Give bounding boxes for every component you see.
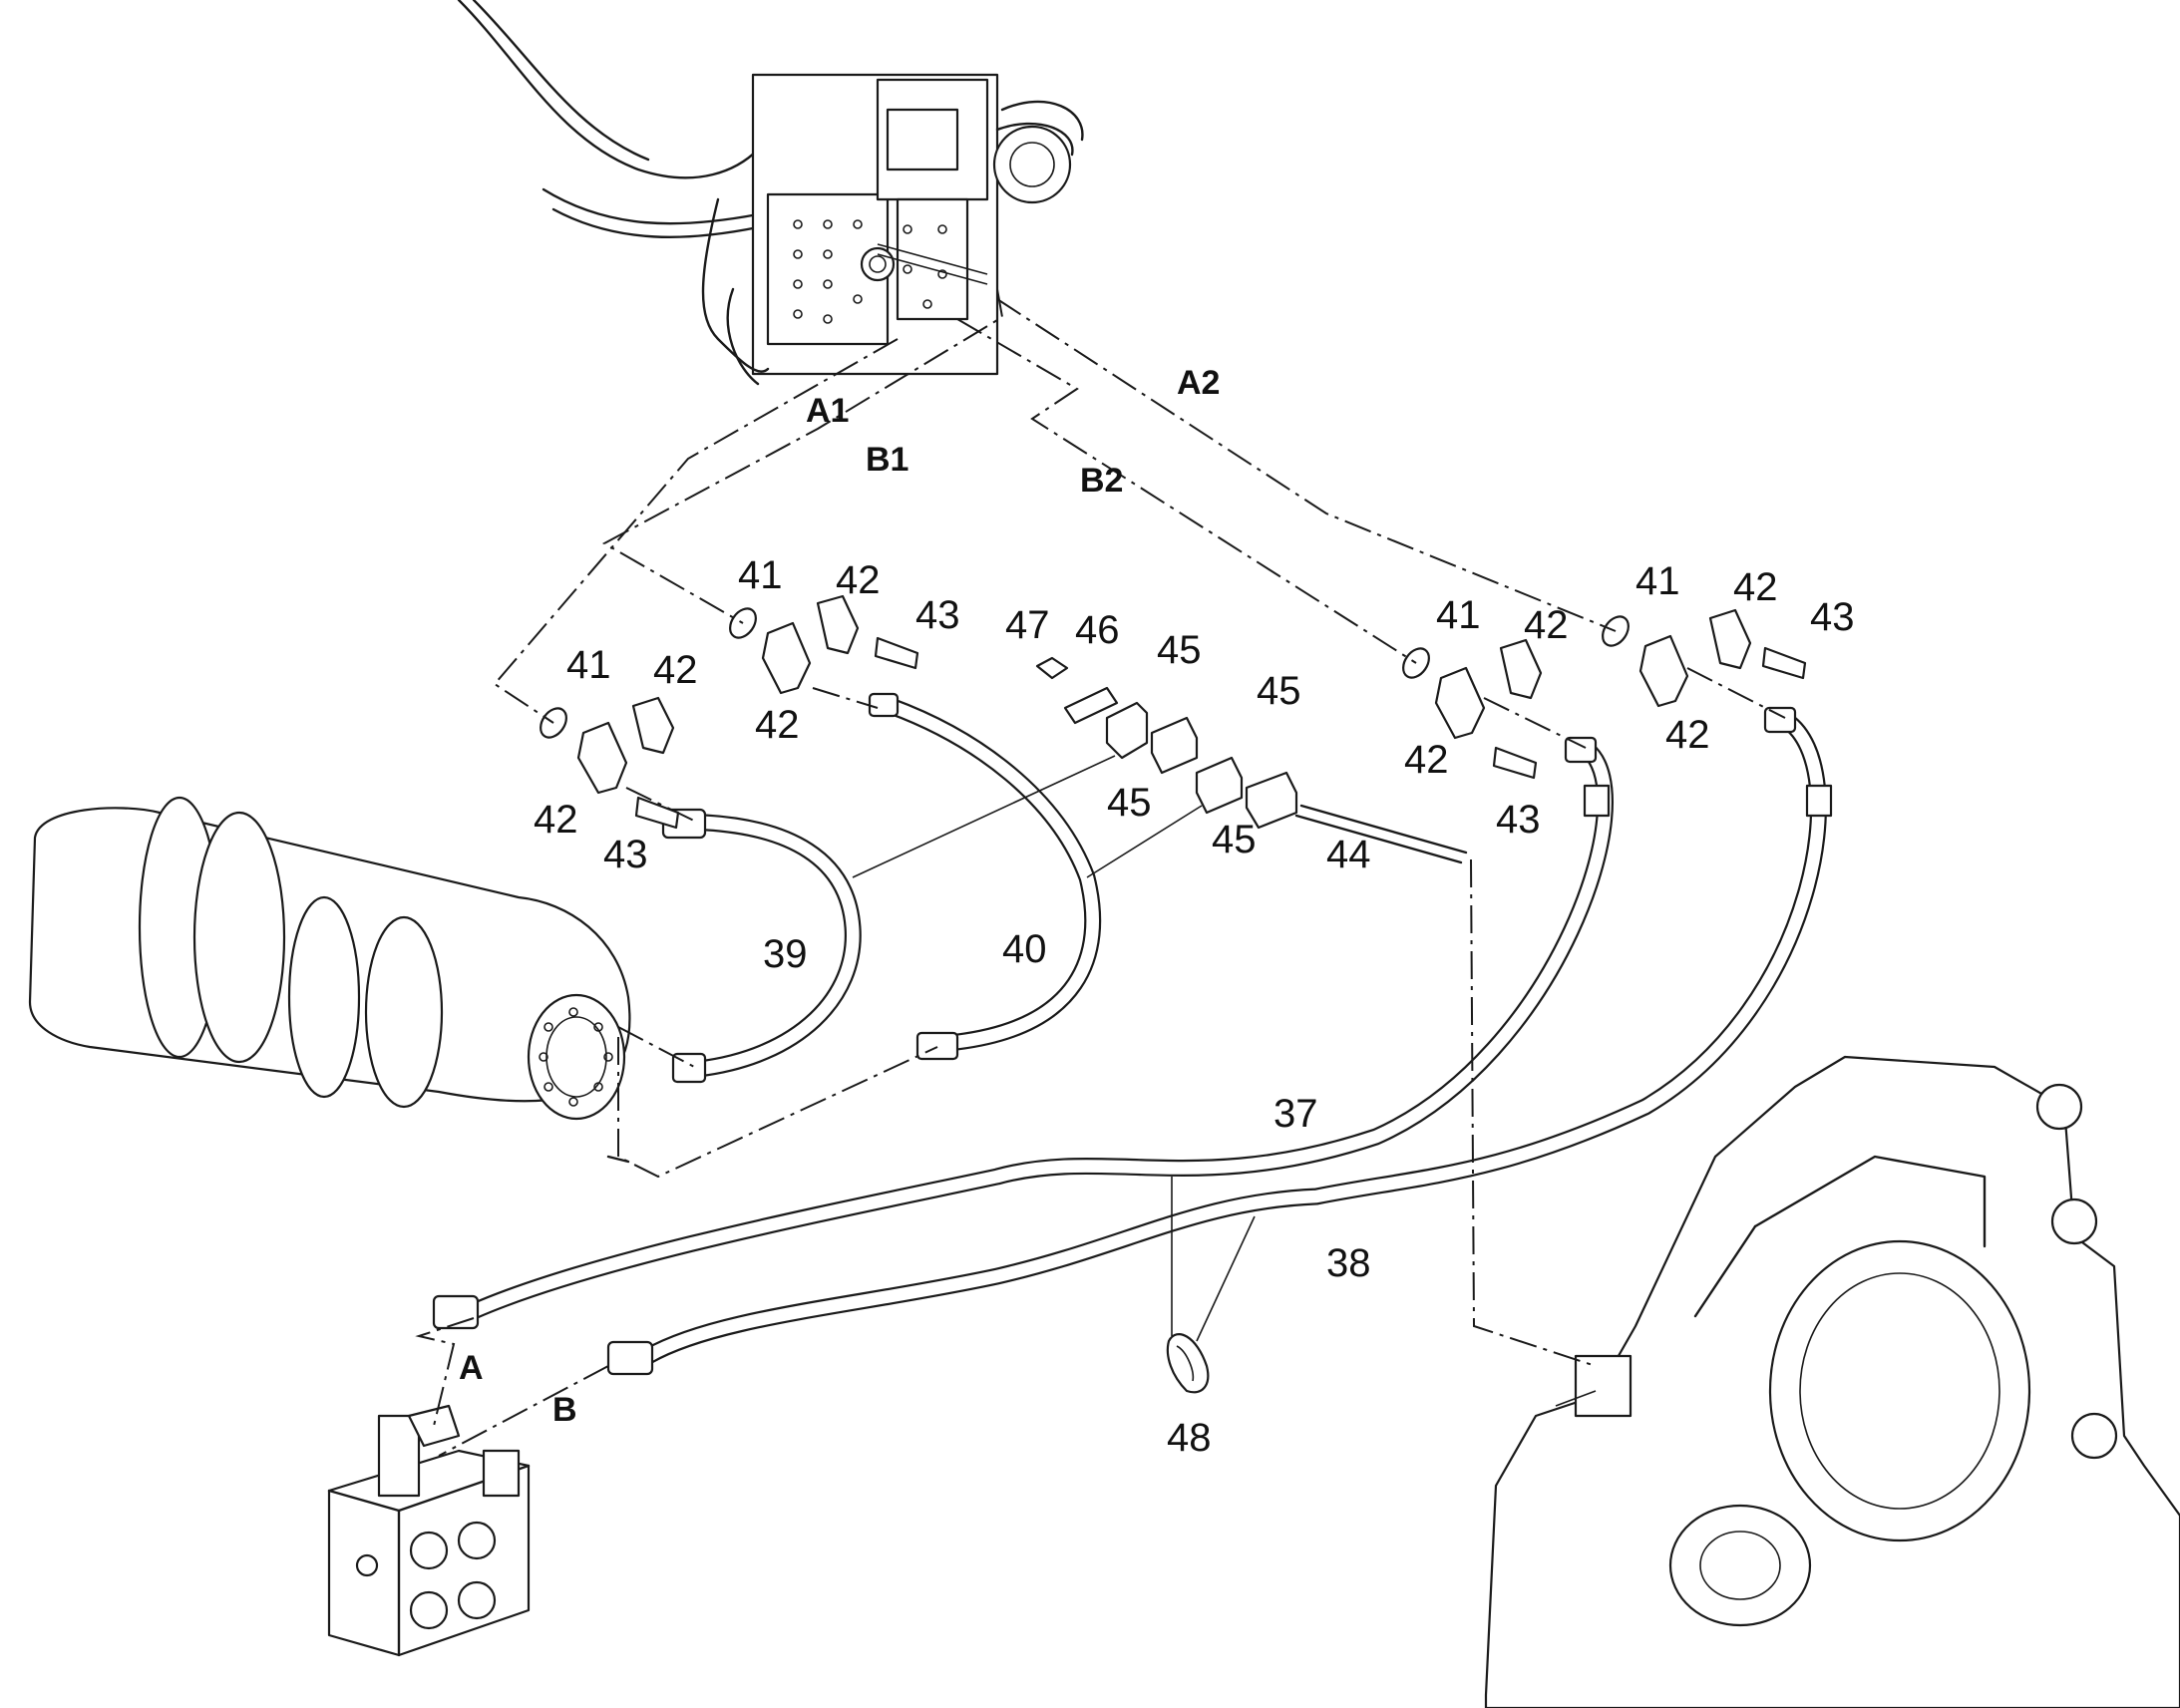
hydraulic-cylinder <box>28 796 631 1164</box>
label-42: 42 <box>836 558 881 602</box>
label-43: 43 <box>915 593 960 637</box>
hose-37 <box>465 741 1614 1320</box>
label-44: 44 <box>1326 833 1371 876</box>
port-label-b: B <box>552 1391 577 1429</box>
label-42: 42 <box>534 798 578 842</box>
seal-and-flange-sets <box>540 594 1807 864</box>
label-42: 42 <box>1665 713 1710 757</box>
brake-valve-block <box>327 1404 531 1657</box>
label-41: 41 <box>566 643 611 687</box>
port-label-b2: B2 <box>1080 462 1123 500</box>
label-45: 45 <box>1107 781 1152 825</box>
label-39: 39 <box>763 932 808 976</box>
label-45: 45 <box>1257 669 1301 713</box>
label-43: 43 <box>1810 595 1855 639</box>
label-42: 42 <box>755 703 800 747</box>
label-41: 41 <box>1635 559 1680 603</box>
label-41: 41 <box>738 553 783 597</box>
hose-clip-48 <box>1166 1333 1210 1394</box>
label-37: 37 <box>1273 1092 1318 1136</box>
label-42: 42 <box>1733 565 1778 609</box>
hose-39 <box>689 814 862 1078</box>
label-45: 45 <box>1212 818 1257 861</box>
leader-lines <box>852 755 1256 1342</box>
port-label-a: A <box>459 1349 484 1387</box>
label-42: 42 <box>1524 603 1569 647</box>
label-42: 42 <box>653 648 698 692</box>
label-48: 48 <box>1167 1416 1212 1460</box>
label-45: 45 <box>1157 628 1202 672</box>
label-43: 43 <box>1496 798 1541 842</box>
label-47: 47 <box>1005 603 1050 647</box>
hose-fittings <box>432 692 1833 1376</box>
label-43: 43 <box>603 833 648 876</box>
label-38: 38 <box>1326 1241 1371 1285</box>
label-40: 40 <box>1002 927 1047 971</box>
port-label-a1: A1 <box>806 392 849 430</box>
label-41: 41 <box>1436 593 1481 637</box>
label-46: 46 <box>1075 608 1120 652</box>
control-valve-assembly <box>457 0 1084 386</box>
port-label-b1: B1 <box>866 441 908 479</box>
callout-labels: 41 42 43 47 46 45 45 41 42 42 42 43 45 4… <box>534 553 1855 1460</box>
hose-40 <box>882 697 1102 1051</box>
hose-38 <box>639 712 1827 1365</box>
port-label-a2: A2 <box>1177 364 1220 402</box>
axle-housing <box>1484 1055 2180 1708</box>
port-labels: A1 B1 A2 B2 A B <box>459 364 1220 1429</box>
label-42: 42 <box>1404 738 1449 782</box>
connection-lines <box>415 288 1786 1457</box>
